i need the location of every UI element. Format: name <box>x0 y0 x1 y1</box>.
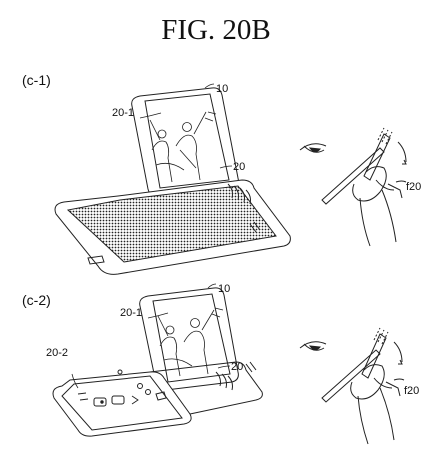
device-c1 <box>54 87 291 275</box>
screen-illustration-c1 <box>149 111 217 183</box>
ref-device-c2: 10 <box>218 283 230 295</box>
leaders-c2 <box>71 283 231 389</box>
hand-c2 <box>321 327 405 445</box>
panel-label-c1: (c-1) <box>22 72 51 88</box>
ref-upper-panel-c1: 20-1 <box>112 107 134 119</box>
figure-title: FIG. 20B <box>161 14 271 46</box>
ref-display-c1: 20 <box>233 161 245 173</box>
ref-finger-c1: f20 <box>406 181 421 193</box>
eye-icon-c1 <box>299 143 327 153</box>
leaders-c1 <box>139 83 233 169</box>
eye-icon-c2 <box>299 341 327 351</box>
ref-finger-c2: f20 <box>404 385 419 397</box>
ref-lower-panel-c2: 20-2 <box>46 347 68 359</box>
panel-label-c2: (c-2) <box>22 292 51 308</box>
ref-device-c1: 10 <box>216 83 228 95</box>
device-c2 <box>52 287 263 437</box>
hand-c1 <box>321 127 407 247</box>
screen-illustration-c2 <box>157 307 224 377</box>
ref-upper-panel-c2: 20-1 <box>120 307 142 319</box>
ref-display-c2: 20 <box>231 361 243 373</box>
